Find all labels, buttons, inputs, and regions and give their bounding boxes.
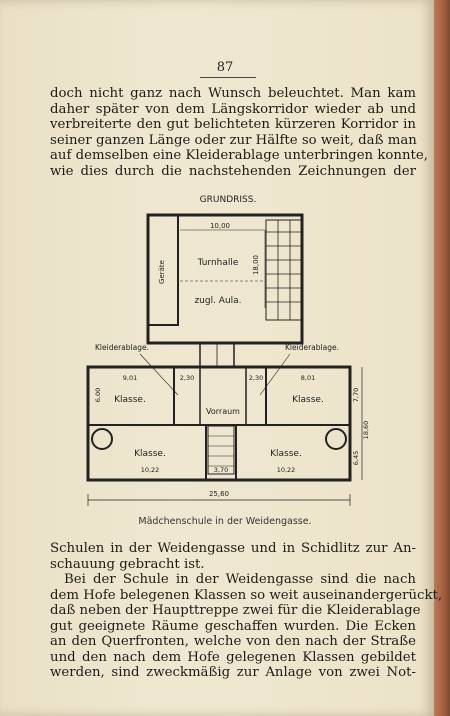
text-line: verbreiterte den gut belichteten kürzere… xyxy=(50,117,416,132)
label-aula: zugl. Aula. xyxy=(194,296,241,306)
page-edge xyxy=(434,0,450,716)
dim-corr-left: 2,30 xyxy=(180,374,194,382)
upper-wing xyxy=(146,213,304,345)
dim-bottom-right: 10,22 xyxy=(277,466,296,474)
text-line: daß neben der Haupttreppe zwei für die K… xyxy=(50,603,421,618)
leader-line xyxy=(139,353,179,396)
dim-right-class: 8,01 xyxy=(301,374,315,382)
text-line: auf demselben eine Kleiderablage unterbr… xyxy=(50,148,428,163)
dim-center-gap: 3,70 xyxy=(214,466,228,474)
label-klasse-top-left: Klasse. xyxy=(114,395,146,405)
label-klasse-top-right: Klasse. xyxy=(292,395,324,405)
text-line: gut geeignete Räume geschaffen wurden. D… xyxy=(50,618,416,634)
dim-left-class: 9,01 xyxy=(123,374,137,382)
main-block xyxy=(86,365,352,482)
label-vorraum: Vorraum xyxy=(206,407,240,416)
text-block-top: doch nicht ganz nach Wunsch beleuchtet. … xyxy=(50,86,428,179)
dim-right-b: 18,60 xyxy=(362,421,370,440)
label-klasse-bottom-right: Klasse. xyxy=(270,449,302,459)
label-kleider-left: Kleiderablage. xyxy=(95,343,149,352)
spiral-stair-left xyxy=(91,428,113,450)
label-geraete: Geräte xyxy=(158,260,166,284)
dim-total-width: 25,60 xyxy=(209,490,229,498)
page-number-rule xyxy=(200,77,256,78)
page-number: 87 xyxy=(216,60,234,75)
window-grid xyxy=(265,219,303,321)
geraete-room xyxy=(147,214,179,326)
dim-hall-width: 10,00 xyxy=(210,222,230,230)
text-line: und den nach dem Hofe gelegenen Klassen … xyxy=(50,649,416,665)
dim-corr-right: 2,30 xyxy=(249,374,263,382)
text-line: wie dies durch die nachstehenden Zeichnu… xyxy=(50,163,416,179)
text-line: an den Querfronten, welche von den nach … xyxy=(50,634,416,649)
text-line: doch nicht ganz nach Wunsch beleuchtet. … xyxy=(50,86,416,101)
text-block-bottom: Schulen in der Weidengasse und in Schidl… xyxy=(50,541,443,681)
text-line: seiner ganzen Länge oder zur Hälfte so w… xyxy=(50,132,417,148)
text-line: dem Hofe belegenen Klassen so weit ausei… xyxy=(50,587,443,603)
dim-right-c: 6,45 xyxy=(352,451,360,465)
label-turnhalle: Turnhalle xyxy=(197,258,239,268)
dim-hall-depth: 18,00 xyxy=(252,255,260,275)
label-kleider-right: Kleiderablage. xyxy=(285,343,339,352)
dim-right-a: 7,70 xyxy=(352,388,360,402)
text-line: Bei der Schule in der Weidengasse sind d… xyxy=(64,572,416,587)
dim-bottom-left: 10,22 xyxy=(141,466,160,474)
label-klasse-bottom-left: Klasse. xyxy=(134,449,166,459)
text-line: Schulen in der Weidengasse und in Schidl… xyxy=(50,541,416,556)
figure-caption: Mädchenschule in der Weidengasse. xyxy=(138,516,312,527)
plan-title: GRUNDRISS. xyxy=(200,195,257,205)
rear-stair xyxy=(207,425,235,475)
leader-line xyxy=(259,353,291,396)
floor-plan: GRUNDRISS. 10,00 18,00 Turnhalle zugl. A… xyxy=(86,195,370,506)
text-line: daher später von dem Längskorridor wiede… xyxy=(50,101,416,117)
dim-side-left: 6,00 xyxy=(94,388,102,402)
spiral-stair-right xyxy=(325,428,347,450)
text-line: schauung gebracht ist. xyxy=(50,556,205,572)
text-line: werden, sind zweckmäßig zur Anlage von z… xyxy=(50,665,416,680)
